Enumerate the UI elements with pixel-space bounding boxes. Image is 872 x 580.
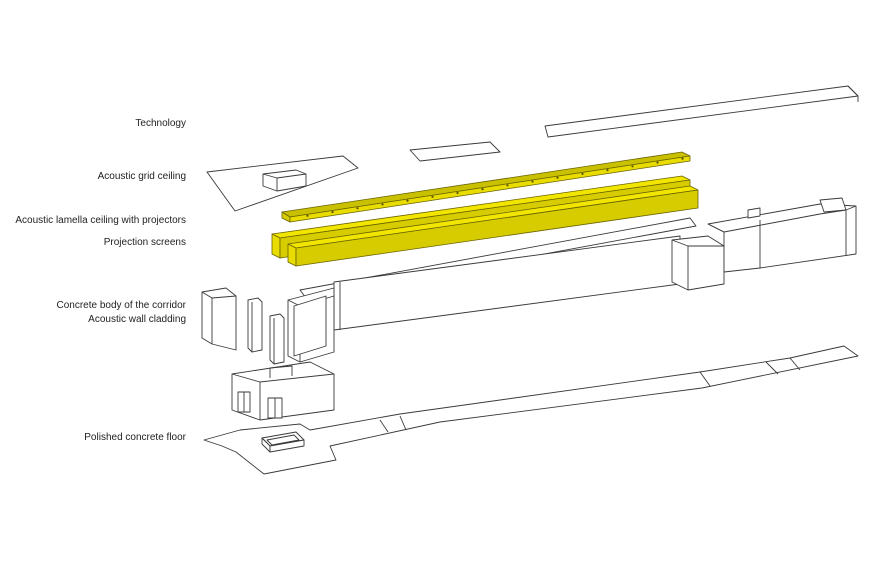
label-projection-screens: Projection screens [103,237,186,248]
lamella-projector-dot [506,184,509,187]
label-acoustic-wall-cladding: Acoustic wall cladding [88,314,186,325]
projection-screens-layer [271,175,699,267]
lamella-projector-dot [356,207,359,210]
lamella-projector-dot [306,214,309,217]
technology-panel-end [847,85,859,102]
corridor-body-layer [201,197,857,363]
label-concrete-body: Concrete body of the corridor [56,300,186,311]
technology-layer [409,85,859,162]
lamella-projector-dot [481,188,484,191]
lamella-projector-dot [606,169,609,172]
technology-long-panel [544,85,859,138]
lamella-projector-dot [581,172,584,175]
lamella-projector-dot [656,161,659,164]
label-polished-concrete-floor: Polished concrete floor [84,432,186,443]
cladding-panel-1 [247,297,263,353]
lamella-projector-dot [456,191,459,195]
lamella-projectors [306,157,684,217]
corridor-right-extension [707,203,857,273]
lamella-projector-dot [431,195,434,198]
lamella-front [289,155,691,223]
floor-slab [203,345,859,475]
screen-b-face [295,189,699,267]
lamella-projector-dot [381,203,384,206]
acoustic-grid-ceiling-layer [206,155,359,212]
entrance-room [231,361,335,421]
lamella-projector-dot [631,165,634,168]
lamella-projector-dot [556,176,559,179]
lamella-ceiling-layer [281,151,691,223]
corridor-left-wall [201,287,237,351]
label-acoustic-lamella-ceiling: Acoustic lamella ceiling with projectors [15,215,186,226]
lamella-projector-dot [406,199,409,202]
cladding-panel-2 [269,313,285,365]
screen-a-end [271,233,281,259]
wall-cladding-layer [247,297,285,365]
lamella-projector-dot [681,157,684,160]
lamella-projector-dot [531,180,534,183]
screen-b-end [287,243,297,267]
technology-small-panel [409,141,501,162]
lamella-projector-dot [331,210,334,214]
polished-floor-layer [203,345,859,475]
label-acoustic-grid-ceiling: Acoustic grid ceiling [97,171,186,182]
corridor-end-box [671,235,725,291]
label-technology: Technology [135,118,186,129]
